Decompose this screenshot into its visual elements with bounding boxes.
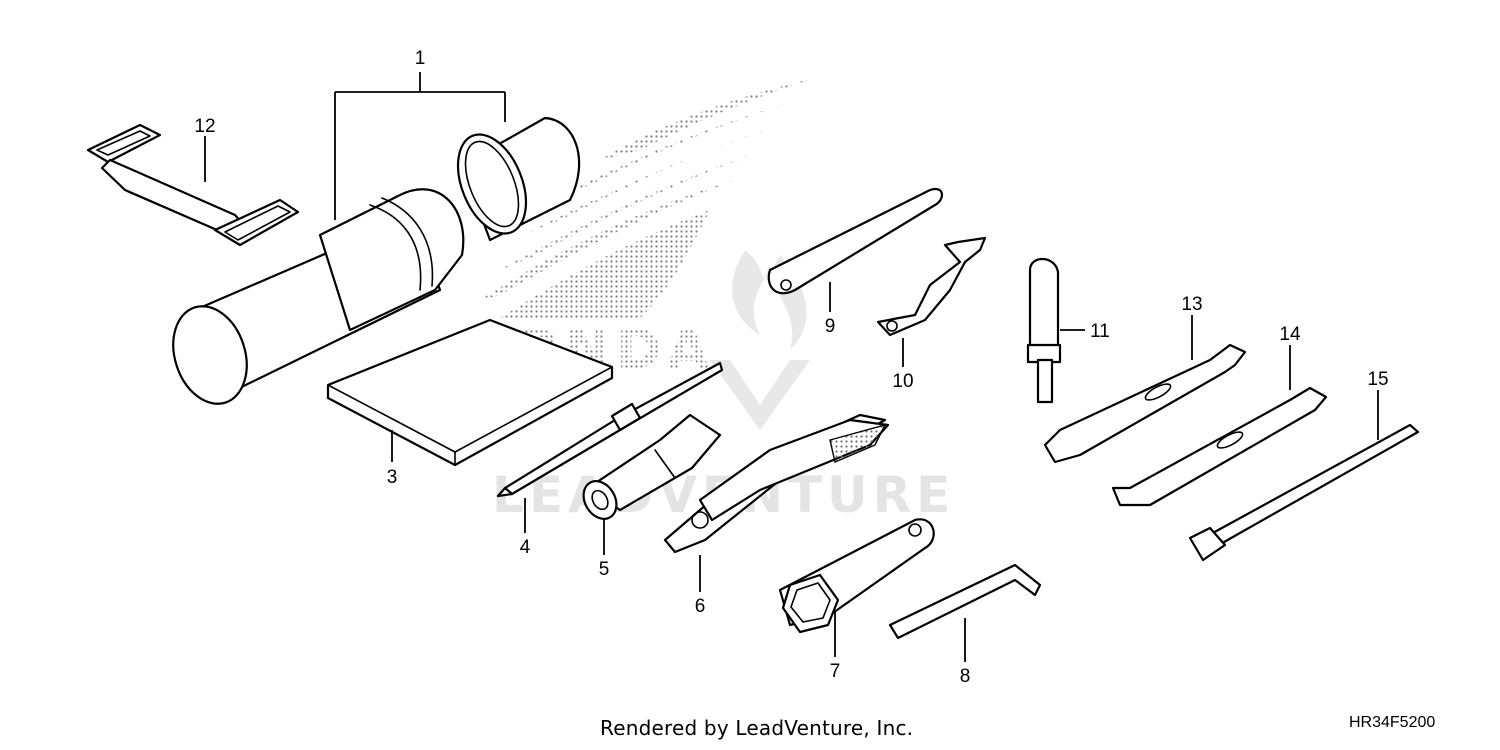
part-7-spark-plug-wrench[interactable] [778,518,935,634]
leader-lines [204,72,1379,662]
part-14-wrench[interactable] [1111,386,1328,507]
part-4-screwdriver[interactable] [496,361,724,498]
callout-7: 7 [830,661,841,682]
callout-11: 11 [1090,321,1110,342]
callout-10: 10 [892,371,913,392]
part-15-rod[interactable] [1188,423,1420,562]
part-1-tool-case[interactable] [161,116,581,413]
part-10-hook-wrench[interactable] [876,236,987,337]
callout-8: 8 [960,666,971,687]
callout-13: 13 [1181,294,1202,315]
part-11-screwdriver-handle[interactable] [1026,257,1062,404]
callout-9: 9 [825,316,836,337]
part-8-hex-key[interactable] [888,563,1042,640]
callout-15: 15 [1367,369,1388,390]
diagram-code: HR34F5200 [1349,714,1436,731]
callout-4: 4 [520,537,531,558]
part-12-strap[interactable] [86,123,300,247]
callout-12: 12 [194,116,215,137]
part-5-socket-handle[interactable] [577,413,722,525]
callout-6: 6 [695,596,706,617]
callout-5: 5 [599,559,610,580]
callout-1: 1 [415,48,426,69]
callout-3: 3 [387,467,398,488]
part-9-spanner[interactable] [767,187,943,295]
part-13-wrench[interactable] [1043,343,1247,464]
callout-numbers: 1 3 4 5 6 7 8 9 10 11 12 13 14 15 [194,48,1388,687]
part-3-manual[interactable] [326,318,614,467]
footer-credit: Rendered by LeadVenture, Inc. [600,716,914,740]
callout-14: 14 [1279,324,1301,345]
part-6-pliers[interactable] [663,413,890,554]
